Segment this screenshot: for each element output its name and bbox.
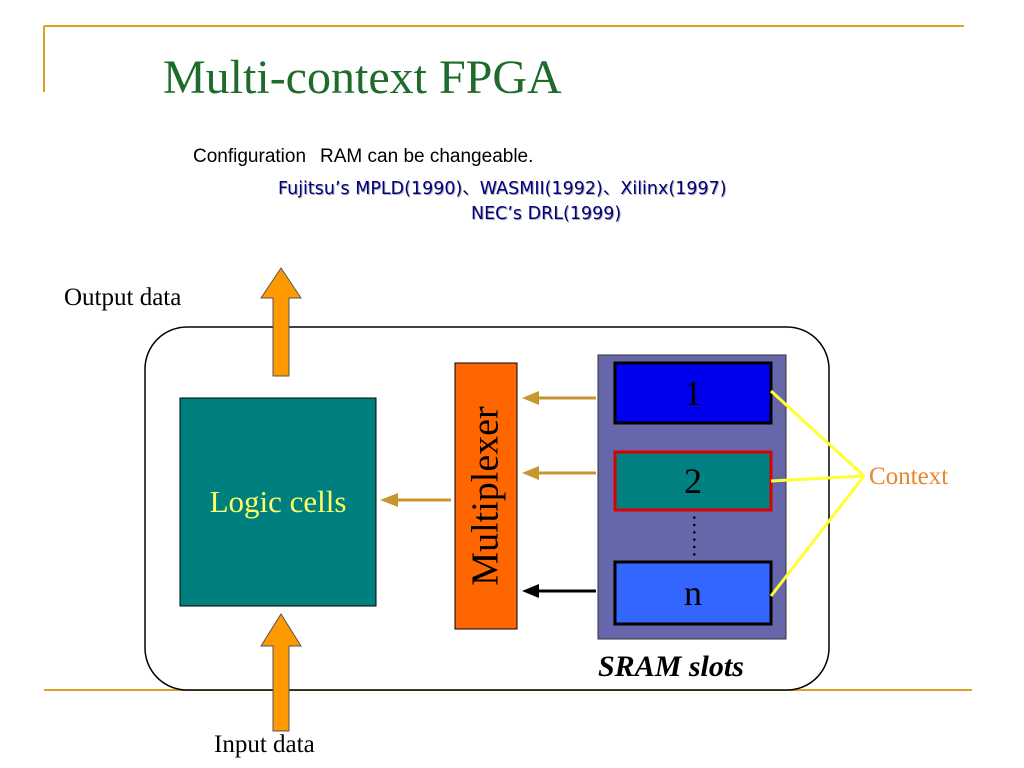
sram-slots-label: SRAM slots [598,650,744,683]
slot-2-box [613,450,773,512]
multiplexer-label: Multiplexer [455,363,517,629]
multiplexer-text: Multiplexer [465,406,507,586]
input-arrow [260,613,302,732]
slot-2-label: 2 [684,461,702,501]
slotn-arrowhead [522,584,539,598]
multiplexer-block [454,362,518,630]
slot-n-box [613,560,773,626]
context-label: Context [869,463,949,490]
citation-line-2: NEC’s DRL(1999) [471,204,622,224]
logic-cells-label: Logic cells [180,398,376,606]
context-line-n [769,475,866,597]
slot-1-box [613,361,773,425]
logic-cells-block [179,397,377,607]
slot-ellipsis: …… [688,514,713,558]
input-data-label: Input data [214,731,315,758]
citation-line-1: Fujitsu’s MPLD(1990)、WASMII(1992)、Xilinx… [278,179,727,199]
slot-n-label: n [684,573,702,613]
slot-1-label: 1 [684,373,702,413]
page-title: Multi-context FPGA [163,51,562,104]
mux-to-logic-arrowhead [380,493,398,507]
context-line-1 [769,389,866,478]
context-line-2 [770,474,865,483]
output-data-label: Output data [64,284,182,311]
logic-cells-text: Logic cells [209,484,347,519]
subtitle-part-a: Configuration [193,146,307,167]
subtitle-part-b: RAM can be changeable. [320,146,534,167]
slot1-arrowhead [522,391,539,405]
output-arrow [260,267,302,377]
slot2-arrowhead [522,466,539,480]
subtitle: Configuration RAM can be changeable. [193,146,533,168]
